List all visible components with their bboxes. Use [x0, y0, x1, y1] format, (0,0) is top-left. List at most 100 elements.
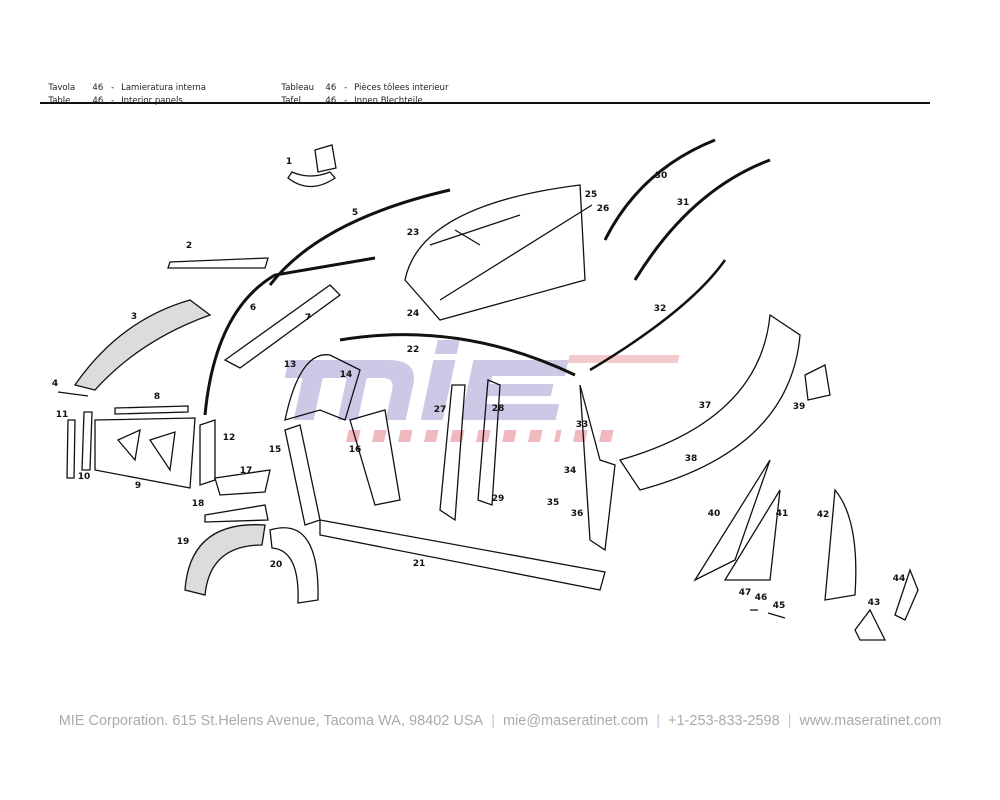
header-german: Tafel 46 -Innen Blechteile	[276, 86, 423, 106]
header-word: Table	[48, 96, 71, 106]
part-label-20: 20	[269, 560, 283, 570]
part-label-1: 1	[285, 157, 293, 167]
part-label-18: 18	[191, 499, 205, 509]
part-30-31-roof-rails	[603, 138, 771, 281]
part-40-41-panels	[693, 459, 781, 582]
footer-phone: +1-253-833-2598	[668, 713, 780, 729]
part-15-pillar	[284, 424, 321, 526]
part-label-19: 19	[176, 537, 190, 547]
part-27-28-pillars	[439, 379, 501, 522]
part-21-sill	[319, 519, 606, 591]
part-label-22: 22	[406, 345, 420, 355]
part-label-30: 30	[654, 171, 668, 181]
part-label-35: 35	[546, 498, 560, 508]
separator: |	[787, 713, 792, 729]
part-7-perforated-panel	[223, 284, 341, 369]
part-label-23: 23	[406, 228, 420, 238]
part-label-25: 25	[584, 190, 598, 200]
part-12-bracket	[199, 419, 216, 486]
part-label-2: 2	[185, 241, 193, 251]
part-label-31: 31	[676, 198, 690, 208]
part-label-11: 11	[55, 410, 69, 420]
part-label-21: 21	[412, 559, 426, 569]
part-22-bow	[339, 333, 576, 377]
part-label-4: 4	[51, 379, 59, 389]
part-label-42: 42	[816, 510, 830, 520]
part-label-38: 38	[684, 454, 698, 464]
dash: -	[344, 83, 348, 93]
table-number: 46	[325, 83, 337, 93]
part-3-panel	[73, 299, 212, 391]
part-label-10: 10	[77, 472, 91, 482]
header-title: Lamieratura interna	[121, 83, 207, 93]
part-label-34: 34	[563, 466, 577, 476]
part-label-39: 39	[792, 402, 806, 412]
watermark-mie	[284, 340, 680, 420]
part-label-44: 44	[892, 574, 906, 584]
separator: |	[656, 713, 661, 729]
part-label-8: 8	[153, 392, 161, 402]
footer-website[interactable]: www.maseratinet.com	[799, 713, 942, 729]
part-label-45: 45	[772, 601, 786, 611]
part-label-15: 15	[268, 445, 282, 455]
header-title: Innen Blechteile	[354, 96, 423, 106]
part-label-3: 3	[130, 312, 138, 322]
part-label-7: 7	[304, 313, 312, 323]
separator: |	[491, 713, 495, 729]
part-label-46: 46	[754, 593, 768, 603]
part-33-36-pillar	[579, 384, 616, 552]
part-label-6: 6	[249, 303, 257, 313]
part-label-37: 37	[698, 401, 712, 411]
dash: -	[111, 96, 115, 106]
part-4-rod	[57, 391, 89, 397]
part-23-24-parcel-shelf	[404, 184, 586, 321]
header-rule	[40, 102, 930, 104]
part-2-bracket	[167, 257, 269, 269]
part-label-5: 5	[351, 208, 359, 218]
part-label-14: 14	[339, 370, 353, 380]
part-label-12: 12	[222, 433, 236, 443]
part-25-26-strip	[439, 204, 593, 301]
part-43-44-brackets	[854, 568, 919, 641]
dash: -	[344, 96, 348, 106]
part-20-wheelarch	[269, 527, 319, 604]
part-8-strip	[114, 405, 189, 415]
header-english: Table 46 -Interior panels	[43, 86, 183, 106]
part-label-29: 29	[491, 494, 505, 504]
part-label-13: 13	[283, 360, 297, 370]
dash: -	[111, 83, 115, 93]
part-label-17: 17	[239, 466, 253, 476]
part-9-panel	[94, 417, 196, 489]
footer: MIE Corporation. 615 St.Helens Avenue, T…	[0, 713, 1000, 729]
header-word: Tavola	[48, 83, 76, 93]
part-13-14-pillar	[284, 354, 361, 421]
part-label-24: 24	[406, 309, 420, 319]
part-17-18-brackets	[204, 469, 271, 523]
footer-email[interactable]: mie@maseratinet.com	[502, 713, 649, 729]
part-label-36: 36	[570, 509, 584, 519]
part-label-33: 33	[575, 420, 589, 430]
part-label-9: 9	[134, 481, 142, 491]
part-label-47: 47	[738, 588, 752, 598]
part-19-wheelarch	[184, 524, 266, 596]
part-label-16: 16	[348, 445, 362, 455]
part-label-41: 41	[775, 509, 789, 519]
part-1-cup	[287, 144, 337, 188]
part-6-strip	[203, 256, 376, 416]
part-label-32: 32	[653, 304, 667, 314]
part-45-47-fasteners	[750, 609, 786, 619]
header-word: Tafel	[281, 96, 301, 106]
table-number: 46	[92, 96, 104, 106]
table-number: 46	[325, 96, 337, 106]
part-10-11-pillars	[66, 411, 93, 479]
part-5-strip	[268, 188, 451, 286]
header-word: Tableau	[281, 83, 314, 93]
header-title: Interior panels	[121, 96, 183, 106]
part-label-27: 27	[433, 405, 447, 415]
part-39-bracket	[804, 364, 831, 401]
part-37-38-panel	[618, 313, 801, 491]
part-label-28: 28	[491, 404, 505, 414]
